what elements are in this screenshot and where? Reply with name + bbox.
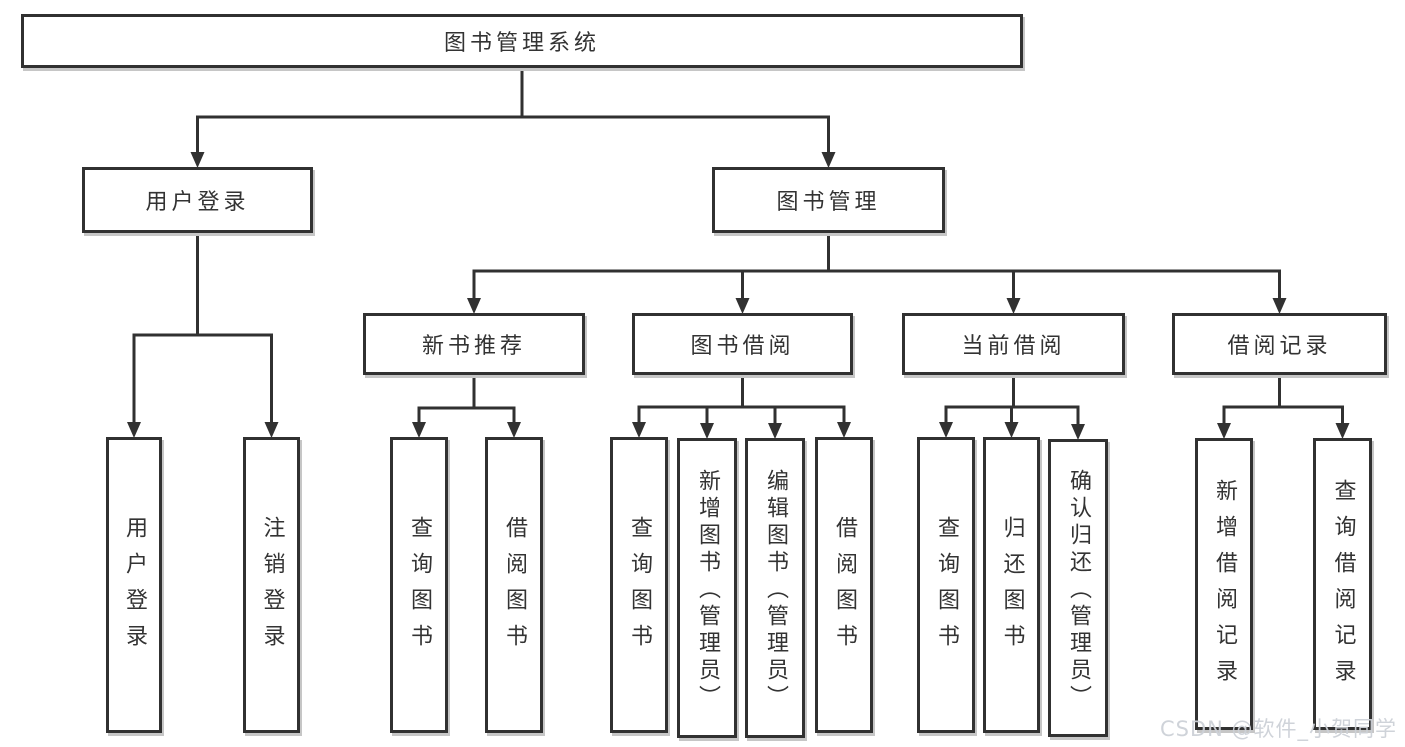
node-current: 当前借阅	[902, 313, 1125, 375]
node-rec-query: 查询借阅记录	[1313, 438, 1372, 730]
node-bb-add: 新增图书（管理员）	[677, 438, 737, 738]
node-nb-borrow: 借阅图书	[485, 437, 543, 733]
node-login-user: 用户登录	[106, 437, 162, 733]
node-bb-edit: 编辑图书（管理员）	[745, 438, 805, 738]
node-cur-return: 归还图书	[983, 437, 1040, 733]
node-rec-add: 新增借阅记录	[1195, 438, 1253, 730]
node-records: 借阅记录	[1172, 313, 1387, 375]
node-cur-confirm: 确认归还（管理员）	[1048, 439, 1108, 737]
node-bb-query: 查询图书	[610, 437, 668, 733]
node-bb-borrow: 借阅图书	[815, 437, 873, 733]
watermark: CSDN @软件_小贺同学	[1160, 717, 1398, 741]
node-mgmt: 图书管理	[712, 167, 945, 233]
node-borrow: 图书借阅	[632, 313, 853, 375]
node-login-logout: 注销登录	[243, 437, 300, 733]
node-cur-query: 查询图书	[917, 437, 975, 733]
node-nb-query: 查询图书	[390, 437, 448, 733]
node-login: 用户登录	[82, 167, 313, 233]
node-root: 图书管理系统	[21, 14, 1023, 68]
node-newbook: 新书推荐	[363, 313, 585, 375]
